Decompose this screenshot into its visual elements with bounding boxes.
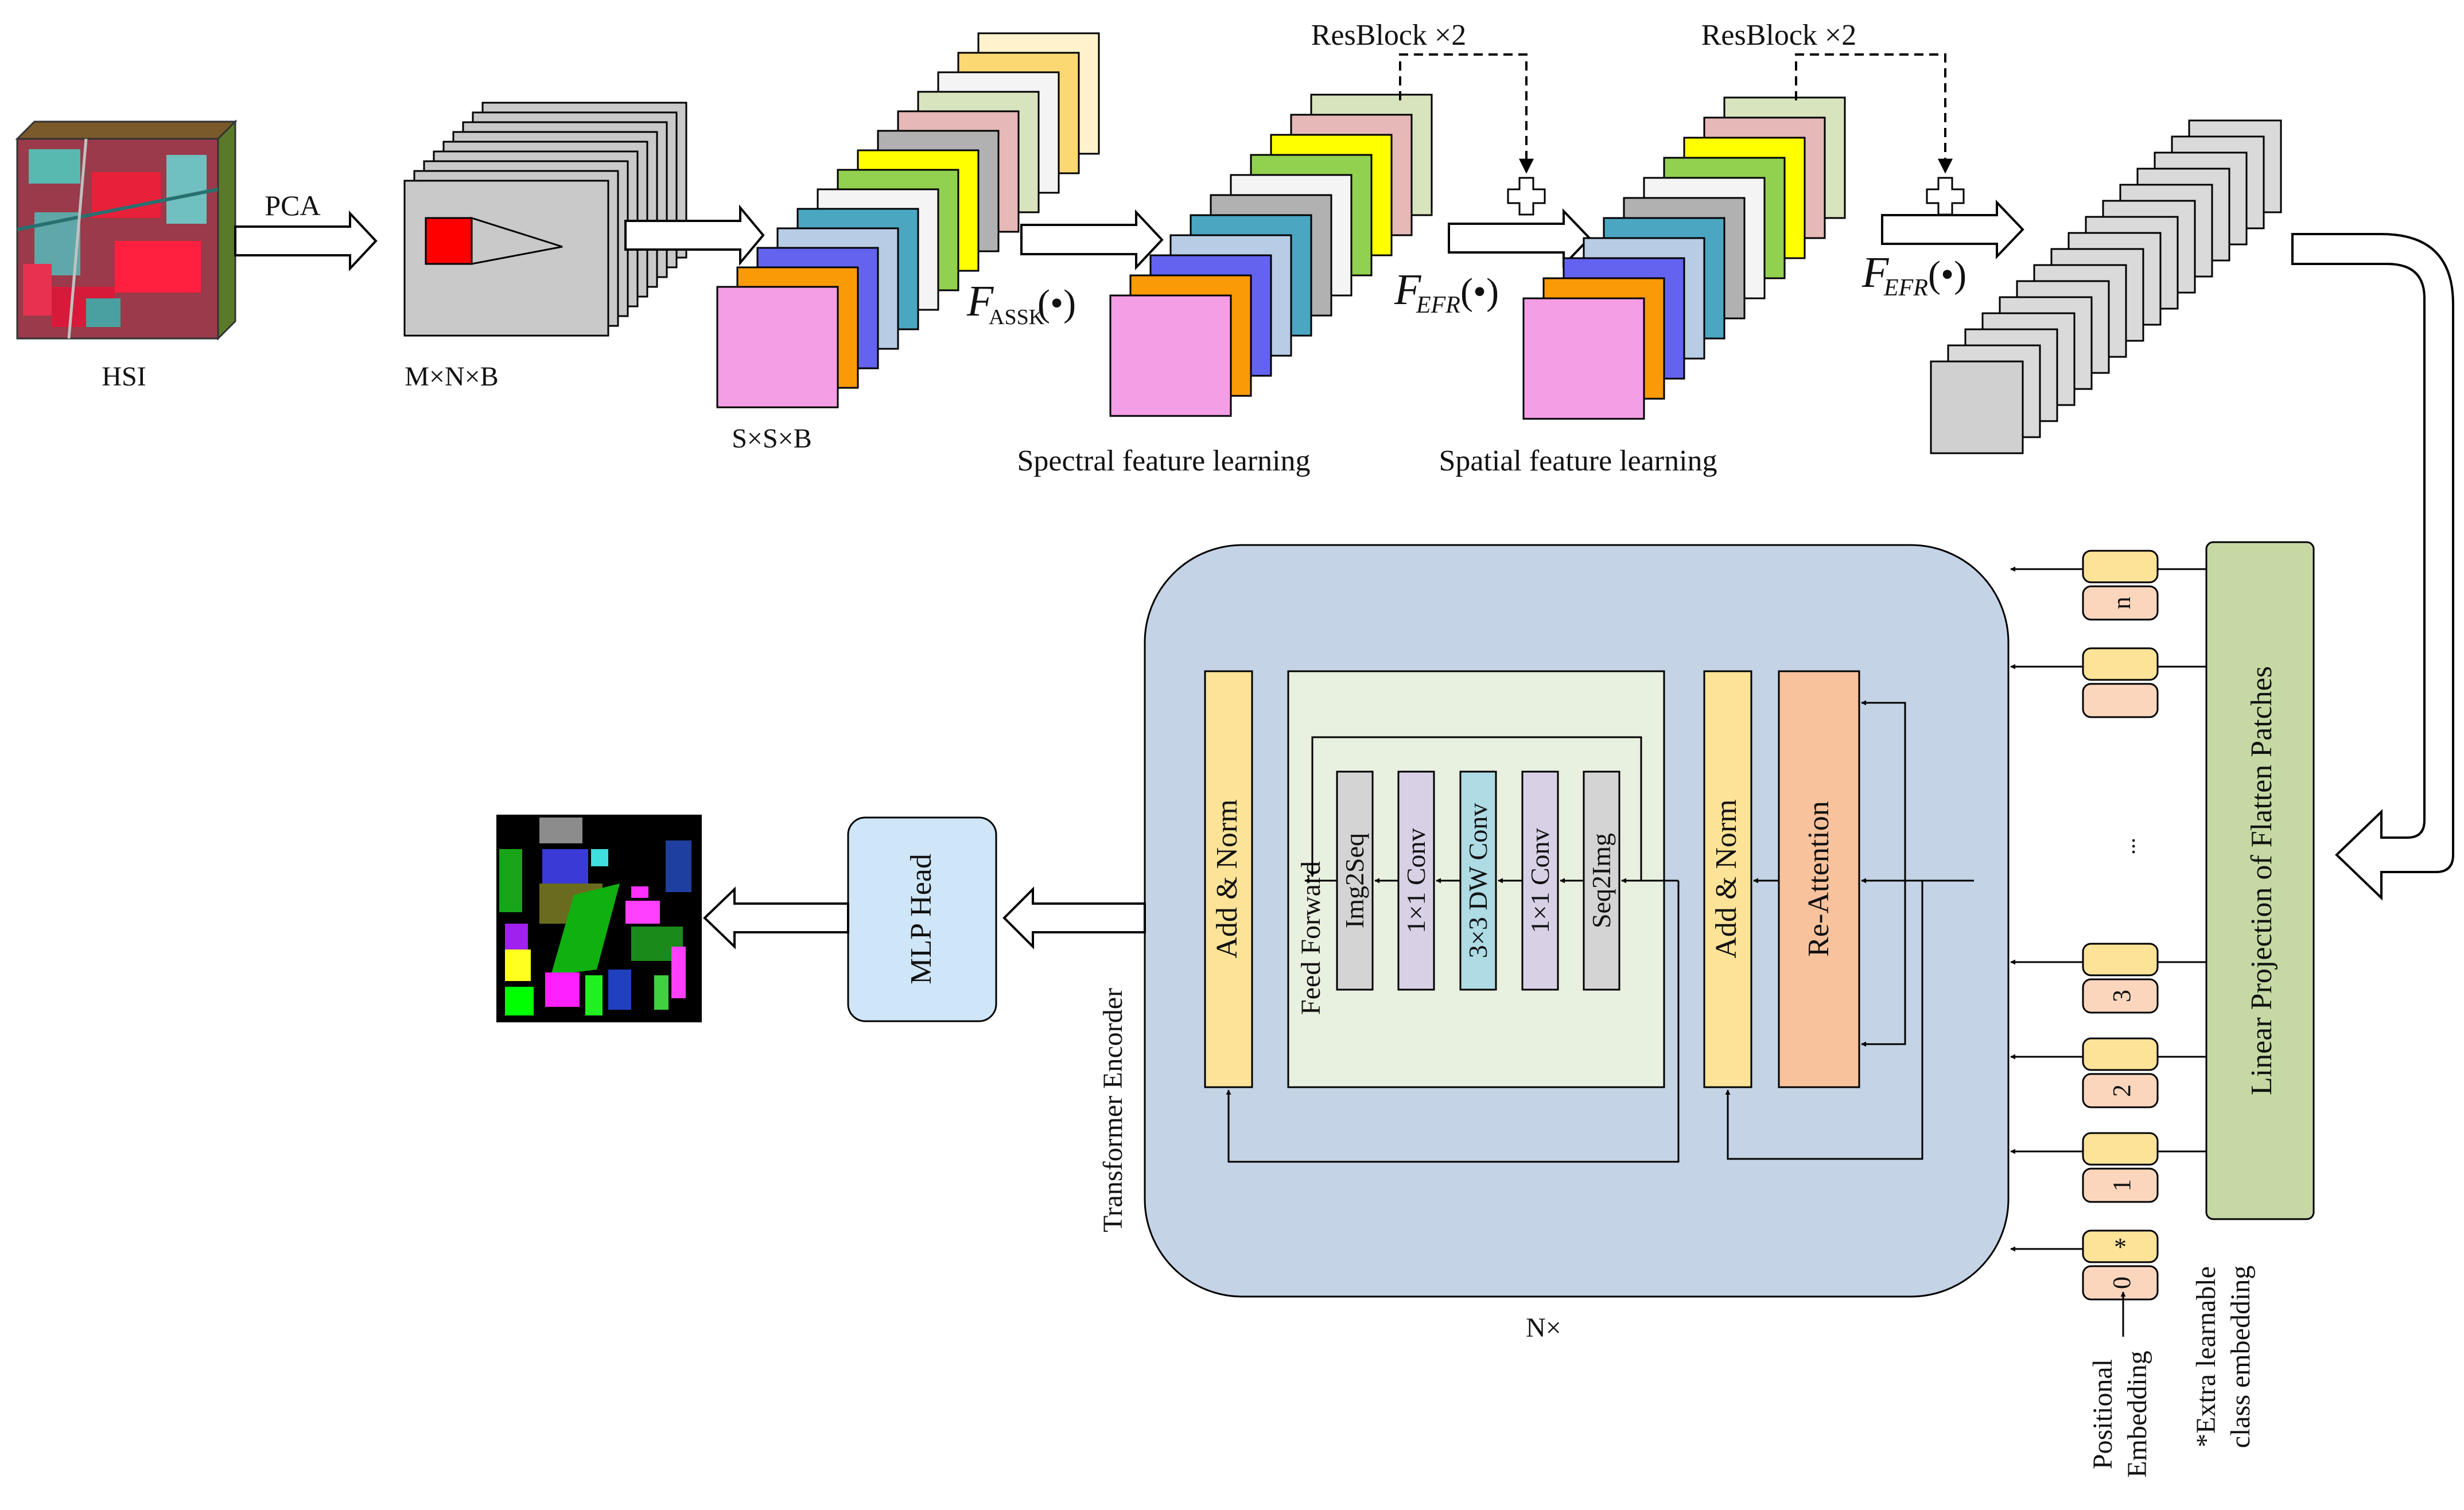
extra-class-label-2: class embedding (2225, 1266, 2256, 1449)
spatial-label: Spatial feature learning (1439, 445, 1717, 477)
token-index: 1 (2108, 1179, 2136, 1192)
re-attention-label: Re-Attention (1802, 801, 1835, 957)
mnb-label: M×N×B (405, 361, 499, 392)
plus-1 (1507, 177, 1546, 216)
flatten-patch (1930, 360, 2024, 454)
svg-text:(•): (•) (1928, 254, 1966, 295)
resblock-skip-1 (1399, 53, 1534, 174)
pca-label: PCA (265, 189, 320, 221)
class-token-star: * (2114, 1233, 2127, 1261)
spectral-stack (1109, 94, 1433, 417)
spatial-arrow (1448, 208, 1591, 268)
svg-text:(•): (•) (1037, 282, 1076, 324)
f-efr-label-2: F EFR (•) (1861, 248, 1966, 301)
svg-text:ASSK: ASSK (989, 305, 1045, 329)
svg-text:F: F (1394, 266, 1422, 314)
add-norm-left (1204, 670, 1253, 1088)
spectral-arrow (1020, 209, 1164, 271)
linear-projection-label: Linear Projection of Flatten Patches (2245, 666, 2278, 1095)
flatten-arrow (1881, 200, 2024, 259)
plus-2 (1926, 177, 1965, 216)
mnb-stack (403, 102, 687, 337)
nx-label: N× (1526, 1313, 1561, 1343)
token-ellipsis: ... (2114, 838, 2140, 855)
extra-class-label-1: *Extra learnable (2191, 1266, 2221, 1447)
transformer-encoder-label: Transformer Encorder (1098, 988, 1128, 1232)
mlp-head-label: MLP Head (905, 854, 938, 984)
add-norm-left-label: Add & Norm (1211, 799, 1243, 958)
token-position (2082, 1167, 2159, 1203)
conv1x1-label-b: 1×1 Conv (1525, 828, 1554, 933)
projection-flow-arrow (2291, 233, 2454, 901)
f-assk-label: F ASSK (•) (966, 277, 1076, 329)
token-embedding (2082, 943, 2159, 976)
token-index: 3 (2108, 990, 2136, 1002)
svg-text:F: F (966, 277, 994, 325)
add-norm-right-label: Add & Norm (1710, 799, 1743, 958)
token-index: n (2108, 597, 2136, 609)
img2seq-label: Img2Seq (1340, 833, 1369, 928)
token-index: 2 (2108, 1084, 2136, 1097)
add-norm-right (1703, 670, 1752, 1088)
pca-patch-cone (471, 216, 563, 265)
conv1x1-box-a (1397, 770, 1435, 991)
encoder-to-mlp-arrow (1002, 886, 1146, 949)
f-efr-label-1: F EFR (•) (1394, 266, 1499, 318)
svg-text:EFR: EFR (1883, 275, 1928, 301)
dwconv-label: 3×3 DW Conv (1463, 803, 1493, 958)
conv1x1-label-a: 1×1 Conv (1401, 828, 1431, 933)
token-embedding (2082, 647, 2159, 681)
linear-projection-block (2205, 541, 2315, 1220)
ssb-stack (716, 32, 1100, 408)
spatial-stack (1522, 96, 1846, 420)
attention-flow (1725, 700, 1974, 1160)
feature-layer (716, 286, 839, 408)
resblock-label-2: ResBlock ×2 (1701, 19, 1857, 52)
spectral-label: Spectral feature learning (1017, 445, 1310, 477)
feature-layer (1522, 297, 1645, 420)
seq2img-box (1583, 770, 1620, 991)
flatten-patch-stack (1930, 119, 2282, 454)
positional-label-2: Embedding (2122, 1351, 2152, 1477)
token-position (2082, 585, 2159, 621)
token-embedding (2082, 550, 2159, 583)
feed-forward-label: Feed Forward (1296, 861, 1326, 1015)
token-position (2082, 1265, 2159, 1301)
patch-arrow (624, 204, 765, 266)
hsi-cube (15, 119, 238, 341)
token-column: 0 1 2 3 n * (2010, 550, 2206, 1301)
svg-text:F: F (1861, 248, 1890, 297)
ssb-label: S×S×B (732, 423, 812, 454)
feature-layer (1109, 294, 1232, 417)
token-position (2082, 683, 2159, 718)
hsi-label: HSI (102, 361, 146, 392)
token-index: 0 (2108, 1277, 2136, 1289)
token-position (2082, 1073, 2159, 1108)
classification-map (496, 815, 702, 1022)
token-embedding (2082, 1229, 2159, 1263)
img2seq-box (1336, 770, 1374, 991)
token-embedding (2082, 1037, 2159, 1071)
svg-text:EFR: EFR (1416, 292, 1460, 318)
svg-text:(•): (•) (1460, 271, 1499, 313)
seq2img-label: Seq2Img (1587, 833, 1616, 928)
feed-forward-flow (1226, 736, 1680, 1163)
resblock-skip-2 (1795, 53, 1953, 174)
mlp-to-map-arrow (703, 886, 849, 949)
resblock-label-1: ResBlock ×2 (1311, 19, 1467, 52)
re-attention-block (1778, 670, 1860, 1088)
dwconv-box (1459, 770, 1497, 991)
token-embedding (2082, 1132, 2159, 1166)
pca-arrow (234, 210, 378, 272)
positional-label-1: Positional (2088, 1359, 2118, 1469)
token-position (2082, 978, 2159, 1014)
pca-patch (425, 217, 473, 265)
